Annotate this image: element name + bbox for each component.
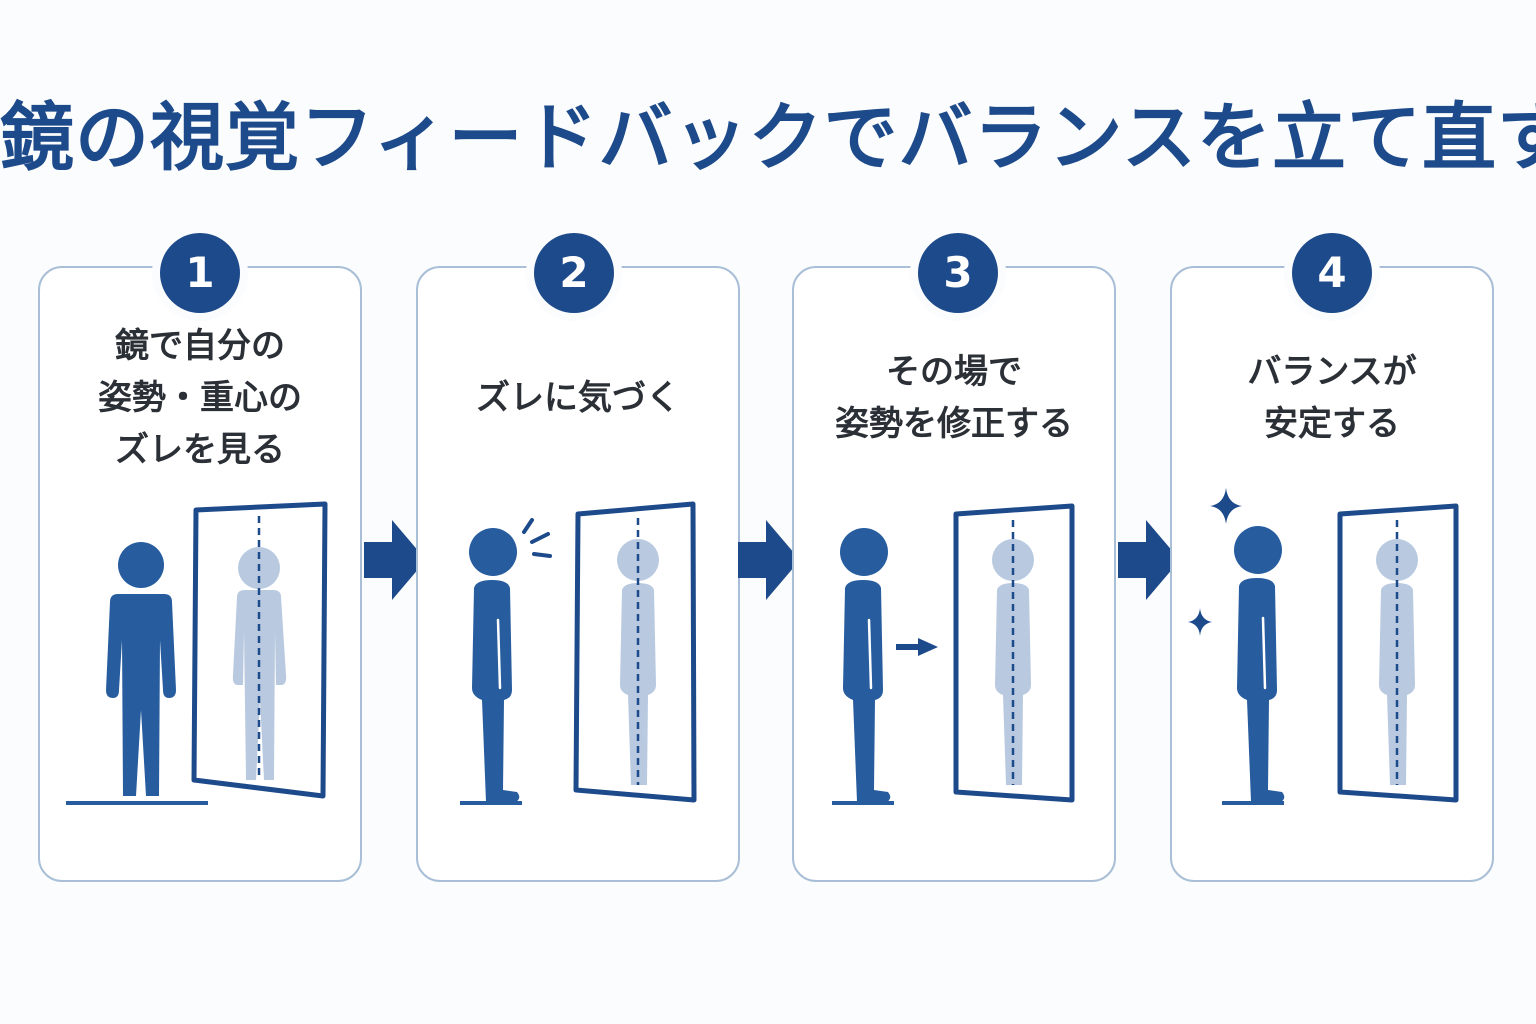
step-4-badge: 4 [1292,233,1372,313]
step-1-illustration [66,501,328,805]
person-side-icon [840,528,891,802]
arrow-right-icon [1118,520,1180,600]
mirror-icon [953,503,1075,803]
arrow-right-icon [364,520,426,600]
step-3-badge: 3 [918,233,998,313]
mirror-icon [573,501,697,803]
floor-line [460,801,522,805]
realize-lines-icon [522,518,552,558]
small-arrow-icon [896,638,938,656]
mirror-icon [1337,503,1459,803]
step-4-text: バランスが 安定する [1247,352,1417,444]
step-2-badge: 2 [534,233,614,313]
person-side-icon [469,528,520,802]
step-2-illustration [460,501,697,805]
step-2-text: ズレに気づく [476,378,680,418]
page-title: 鏡の視覚フィードバックでバランスを立て直す [0,95,1536,181]
floor-line [1222,801,1284,805]
floor-line [832,801,894,805]
step-3-text: その場で 姿勢を修正する [835,352,1073,444]
mirror-icon [191,501,328,799]
arrow-right-icon [738,520,800,600]
step-1-badge: 1 [160,233,240,313]
person-side-icon [1234,526,1285,802]
sparkle-icon [1188,488,1242,636]
step-4-illustration [1188,488,1459,805]
step-3-illustration [832,503,1075,805]
floor-line [66,801,208,805]
step-1-text: 鏡で自分の 姿勢・重心の ズレを見る [98,326,302,470]
person-front-icon [106,542,176,796]
